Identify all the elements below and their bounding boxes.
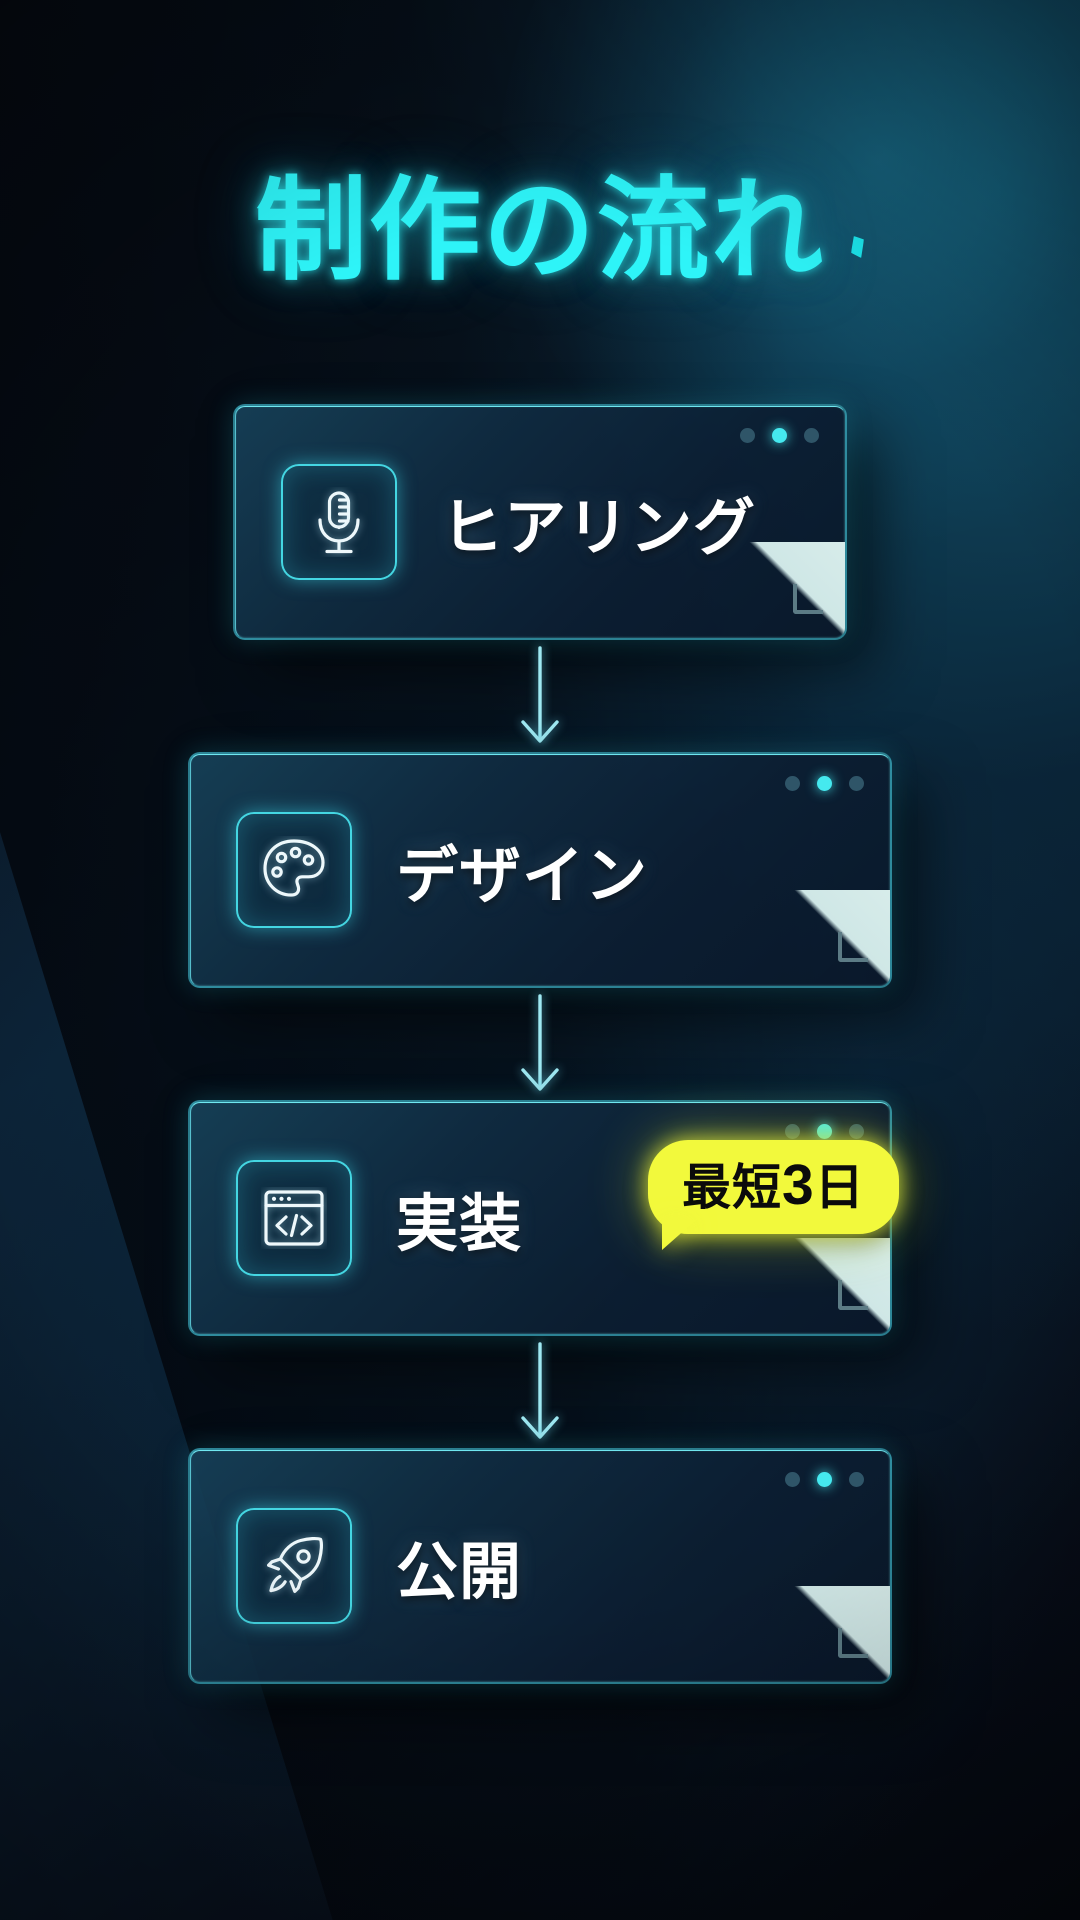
window-dot-right-icon [849, 776, 864, 791]
microphone-icon [308, 487, 370, 557]
flow-arrow-2 [0, 988, 1080, 1100]
flow-steps-list: ヒアリング [0, 404, 1080, 1684]
flow-arrow-1 [0, 640, 1080, 752]
step-icon-box-1 [281, 464, 397, 580]
step-icon-box-3 [236, 1160, 352, 1276]
window-dot-right-icon [849, 1124, 864, 1139]
rocket-icon [260, 1532, 328, 1600]
step-card-design[interactable]: デザイン [188, 752, 892, 988]
flow-arrow-3 [0, 1336, 1080, 1448]
step-label-2: デザイン [396, 842, 649, 911]
window-dot-right-icon [849, 1472, 864, 1487]
badge-suffix: 日 [814, 1161, 865, 1215]
step-icon-box-4 [236, 1508, 352, 1624]
step-card-wrapper-3: 実装 [0, 1100, 1080, 1336]
step-card-body-4: 公開 [236, 1450, 850, 1682]
step-label-1: ヒアリング [441, 494, 757, 563]
badge-number: 3 [782, 1153, 815, 1217]
step-card-release[interactable]: 公開 [188, 1448, 892, 1684]
step-card-hearing[interactable]: ヒアリング [233, 404, 847, 640]
step-label-4: 公開 [396, 1538, 523, 1607]
window-dot-right-icon [804, 428, 819, 443]
code-window-icon [261, 1187, 327, 1249]
badge-bubble: 最短3日 [648, 1140, 899, 1234]
palette-icon [259, 836, 329, 904]
step-card-body-2: デザイン [236, 754, 850, 986]
badge-prefix: 最短 [682, 1161, 783, 1215]
step-card-wrapper-1: ヒアリング [0, 404, 1080, 640]
step-icon-box-2 [236, 812, 352, 928]
step-card-wrapper-4: 公開 [0, 1448, 1080, 1684]
step-card-wrapper-2: デザイン [0, 752, 1080, 988]
step-card-body-1: ヒアリング [281, 406, 805, 638]
shortest-duration-badge[interactable]: 最短3日 [648, 1140, 899, 1234]
page-title: 制作の流れ [255, 168, 825, 294]
step-label-3: 実装 [396, 1190, 523, 1259]
